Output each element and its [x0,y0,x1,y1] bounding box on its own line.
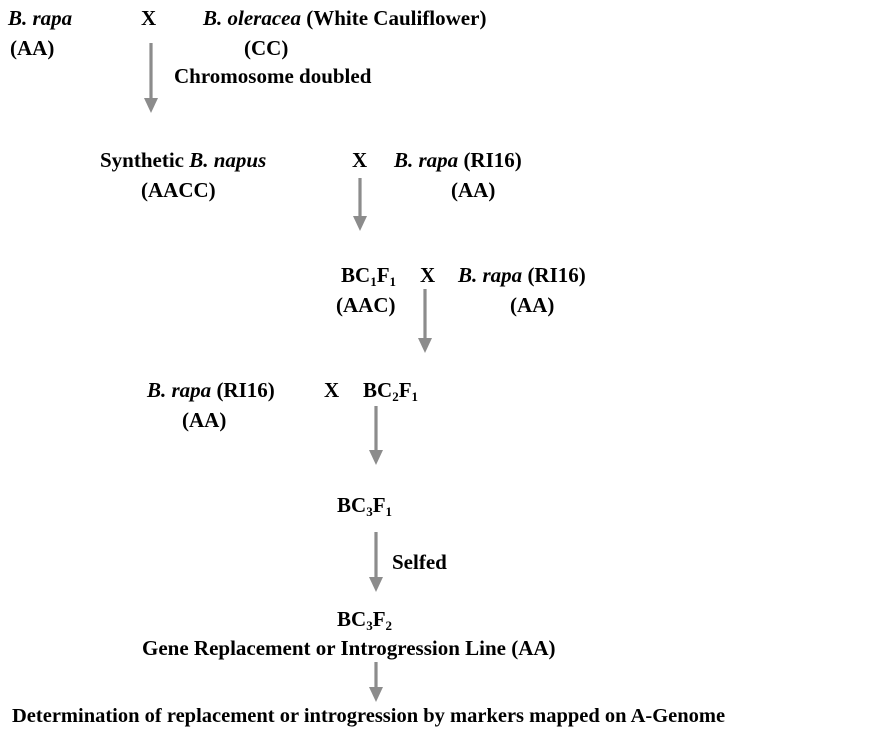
bc3f2-bc: BC [337,607,367,631]
parent-b-rapa-ri16-c: B. rapa (RI16) [147,378,275,402]
b-rapa-detail-c: (RI16) [216,378,275,402]
parent-b-oleracea: B. oleracea (White Cauliflower) [203,6,486,30]
cross-symbol-4: X [324,378,340,402]
parent-b-rapa-ri16-a: B. rapa (RI16) [394,148,522,172]
parent-b-oleracea-genome: (CC) [244,36,289,60]
synthetic-species: B. napus [189,148,267,172]
bc3f1-bc: BC [337,493,367,517]
cross-symbol-2: X [352,148,368,172]
parent-b-oleracea-species: B. oleracea [203,6,301,30]
bc1f1-node: BC1F1 [341,263,396,290]
bc3f1-sub1: 3 [366,504,373,519]
b-rapa-genome-b: (AA) [510,293,555,317]
b-rapa-species-c: B. rapa [147,378,212,402]
b-rapa-species-a: B. rapa [394,148,459,172]
parent-b-rapa-genome: (AA) [10,36,55,60]
bc2f1-sub2: 1 [411,389,419,404]
arrowhead-step2 [353,216,367,231]
b-rapa-detail-b: (RI16) [527,263,586,287]
bc3f2-sub2: 2 [385,618,393,633]
arrow-label-selfed: Selfed [392,550,447,574]
synthetic-prefix: Synthetic [100,148,190,172]
arrowhead-step4 [369,450,383,465]
bc3f1-f: F [372,493,386,517]
bc1f1-sub1: 1 [370,274,377,289]
arrowhead-step5 [369,577,383,592]
bc1f1-bc: BC [341,263,371,287]
bc2f1-sub1: 2 [392,389,399,404]
parent-b-rapa-species: B. rapa [8,6,73,30]
bc3f1-sub2: 1 [385,504,393,519]
b-rapa-detail-a: (RI16) [463,148,522,172]
b-rapa-genome-c: (AA) [182,408,227,432]
arrowhead-step1 [144,98,158,113]
bc3f1-node: BC3F1 [337,493,392,520]
b-rapa-genome-a: (AA) [451,178,496,202]
bc1f1-f: F [376,263,390,287]
bc2f1-f: F [398,378,412,402]
bc2f1-node: BC2F1 [363,378,418,405]
final-determination-text: Determination of replacement or introgre… [12,705,726,727]
bc3f2-f: F [372,607,386,631]
introgression-line-caption: Gene Replacement or Introgression Line (… [142,636,556,660]
bc3f2-node: BC3F2 [337,607,392,634]
synthetic-b-napus: Synthetic B. napus [100,148,266,172]
bc2f1-bc: BC [363,378,393,402]
bc3f2-sub1: 3 [366,618,373,633]
parent-b-oleracea-detail: (White Cauliflower) [306,6,487,30]
parent-b-rapa-ri16-b: B. rapa (RI16) [458,263,586,287]
arrow-label-chromosome-doubled: Chromosome doubled [174,64,372,88]
arrowhead-step3 [418,338,432,353]
b-rapa-species-b: B. rapa [458,263,523,287]
synthetic-b-napus-genome: (AACC) [141,178,216,202]
cross-symbol-3: X [420,263,436,287]
bc1f1-genome: (AAC) [336,293,396,317]
bc1f1-sub2: 1 [389,274,397,289]
cross-symbol-1: X [141,6,157,30]
arrowhead-step6 [369,687,383,702]
